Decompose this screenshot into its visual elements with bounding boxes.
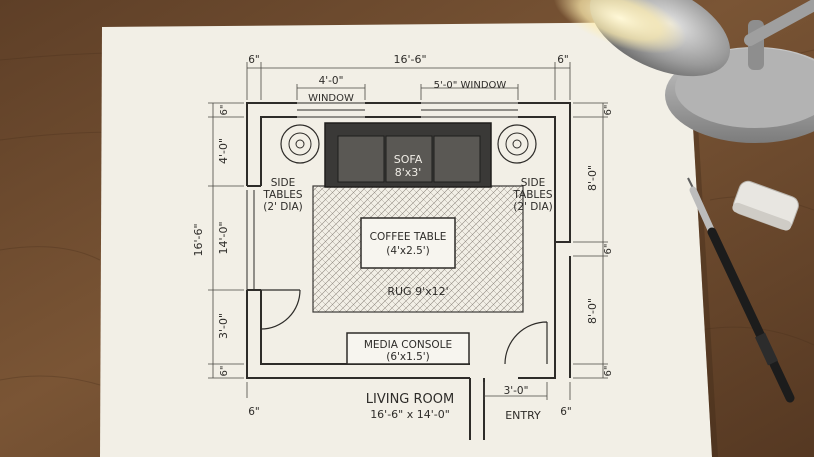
dim-right-bottom: 6" [603,366,614,377]
media-console-label: MEDIA CONSOLE [364,339,452,351]
side-tables-left-line2: TABLES [262,189,302,201]
sofa [324,122,492,188]
dim-window-right: 5'-0" WINDOW [434,80,507,91]
rug-label: RUG 9'x12' [387,285,448,298]
dim-window-left: 4'-0" [319,75,344,87]
dim-right-mid: 6" [603,244,614,255]
eraser [732,180,799,231]
coffee-table-size: (4'x2.5') [386,245,430,257]
side-tables-left-line3: (2' DIA) [263,201,302,213]
side-tables-right-line2: TABLES [512,189,552,201]
coffee-table [360,217,456,269]
dim-bottom-left: 6" [248,406,260,418]
side-table-right [497,124,537,164]
media-console-size: (6'x1.5') [386,351,430,363]
dim-right-top: 6" [603,105,614,116]
sofa-label: SOFA [394,153,423,166]
coffee-table-label: COFFEE TABLE [370,231,447,243]
dimension-lines [208,62,608,400]
room-walls [246,102,571,379]
dim-right-b: 8'-0" [586,298,599,324]
side-tables-right-line1: SIDE [521,177,545,189]
window-left-label: WINDOW [308,93,354,104]
dim-top-total: 16'-6" [393,53,426,66]
dim-bottom-right: 6" [560,406,572,418]
room-title: LIVING ROOM [366,392,454,407]
dim-left-total: 16'-6" [192,223,205,256]
room-size: 16'-6" x 14'-0" [370,408,450,421]
sofa-size: 8'x3' [395,166,422,179]
mechanical-pencil [687,177,795,403]
entry-label: ENTRY [505,409,541,422]
side-table-left [280,124,320,164]
paper-shadow [687,22,718,457]
dim-bottom-entry: 3'-0" [504,385,529,397]
dim-right-a: 8'-0" [586,165,599,191]
side-tables-right-line3: (2' DIA) [513,201,552,213]
dim-left-top: 6" [219,105,230,116]
side-tables-left-line1: SIDE [271,177,295,189]
dim-top-right: 6" [557,54,569,66]
desk-lamp [553,0,814,143]
media-console [346,332,470,365]
dim-left-bottom: 6" [219,366,230,377]
dim-left-b: 14'-0" [217,221,230,254]
door-swings [260,289,548,365]
window-lines [246,102,518,290]
dim-left-a: 4'-0" [217,138,230,164]
dim-top-left: 6" [248,54,260,66]
dim-left-c: 3'-0" [217,313,230,339]
